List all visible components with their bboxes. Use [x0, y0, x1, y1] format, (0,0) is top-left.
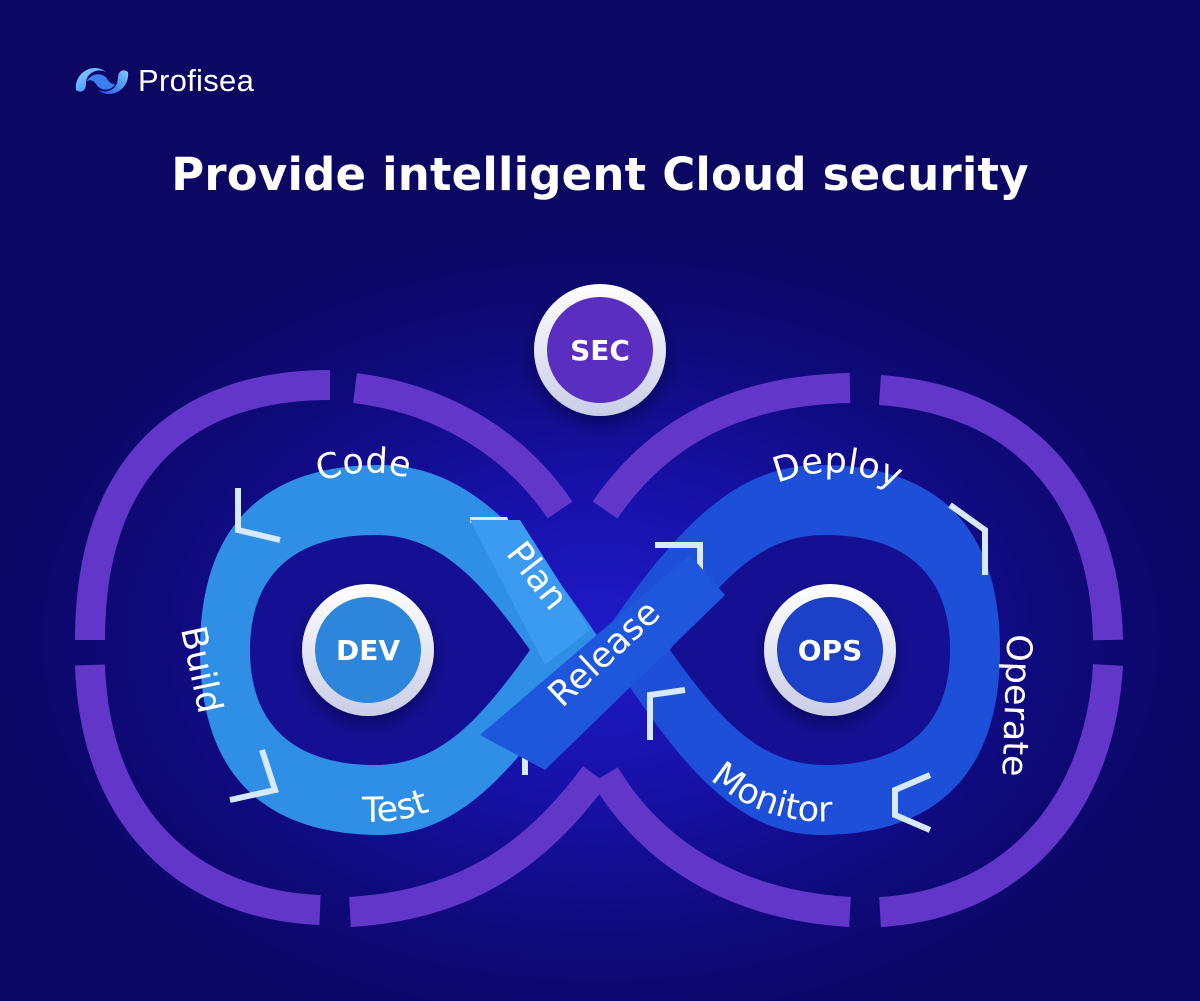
- ops-badge: [764, 584, 896, 716]
- brand: Profisea: [72, 58, 254, 104]
- stage-operate: Operate: [994, 634, 1039, 778]
- outer-ring: [75, 370, 1123, 927]
- outer-ring-right-bottom: [879, 664, 1123, 927]
- brand-name: Profisea: [138, 63, 255, 98]
- outer-ring-right-bottom2: [592, 767, 851, 927]
- outer-ring-left-bottom2: [349, 766, 608, 927]
- dev-badge-label: DEV: [336, 634, 400, 667]
- outer-ring-right-top2: [878, 375, 1123, 641]
- release-band: [480, 555, 725, 770]
- plan-band: [470, 520, 590, 665]
- outer-ring-left-bottom: [75, 664, 321, 925]
- dev-badge: [302, 584, 434, 716]
- sec-badge: [534, 284, 666, 416]
- outer-ring-right-top: [592, 373, 851, 519]
- sec-badge-label: SEC: [570, 334, 630, 367]
- outer-ring-left-top: [75, 370, 331, 641]
- profisea-logo-icon: [75, 68, 129, 94]
- page-title: Provide intelligent Cloud security: [171, 148, 1029, 201]
- ops-badge-label: OPS: [798, 634, 863, 667]
- outer-ring-left-top2: [353, 373, 573, 519]
